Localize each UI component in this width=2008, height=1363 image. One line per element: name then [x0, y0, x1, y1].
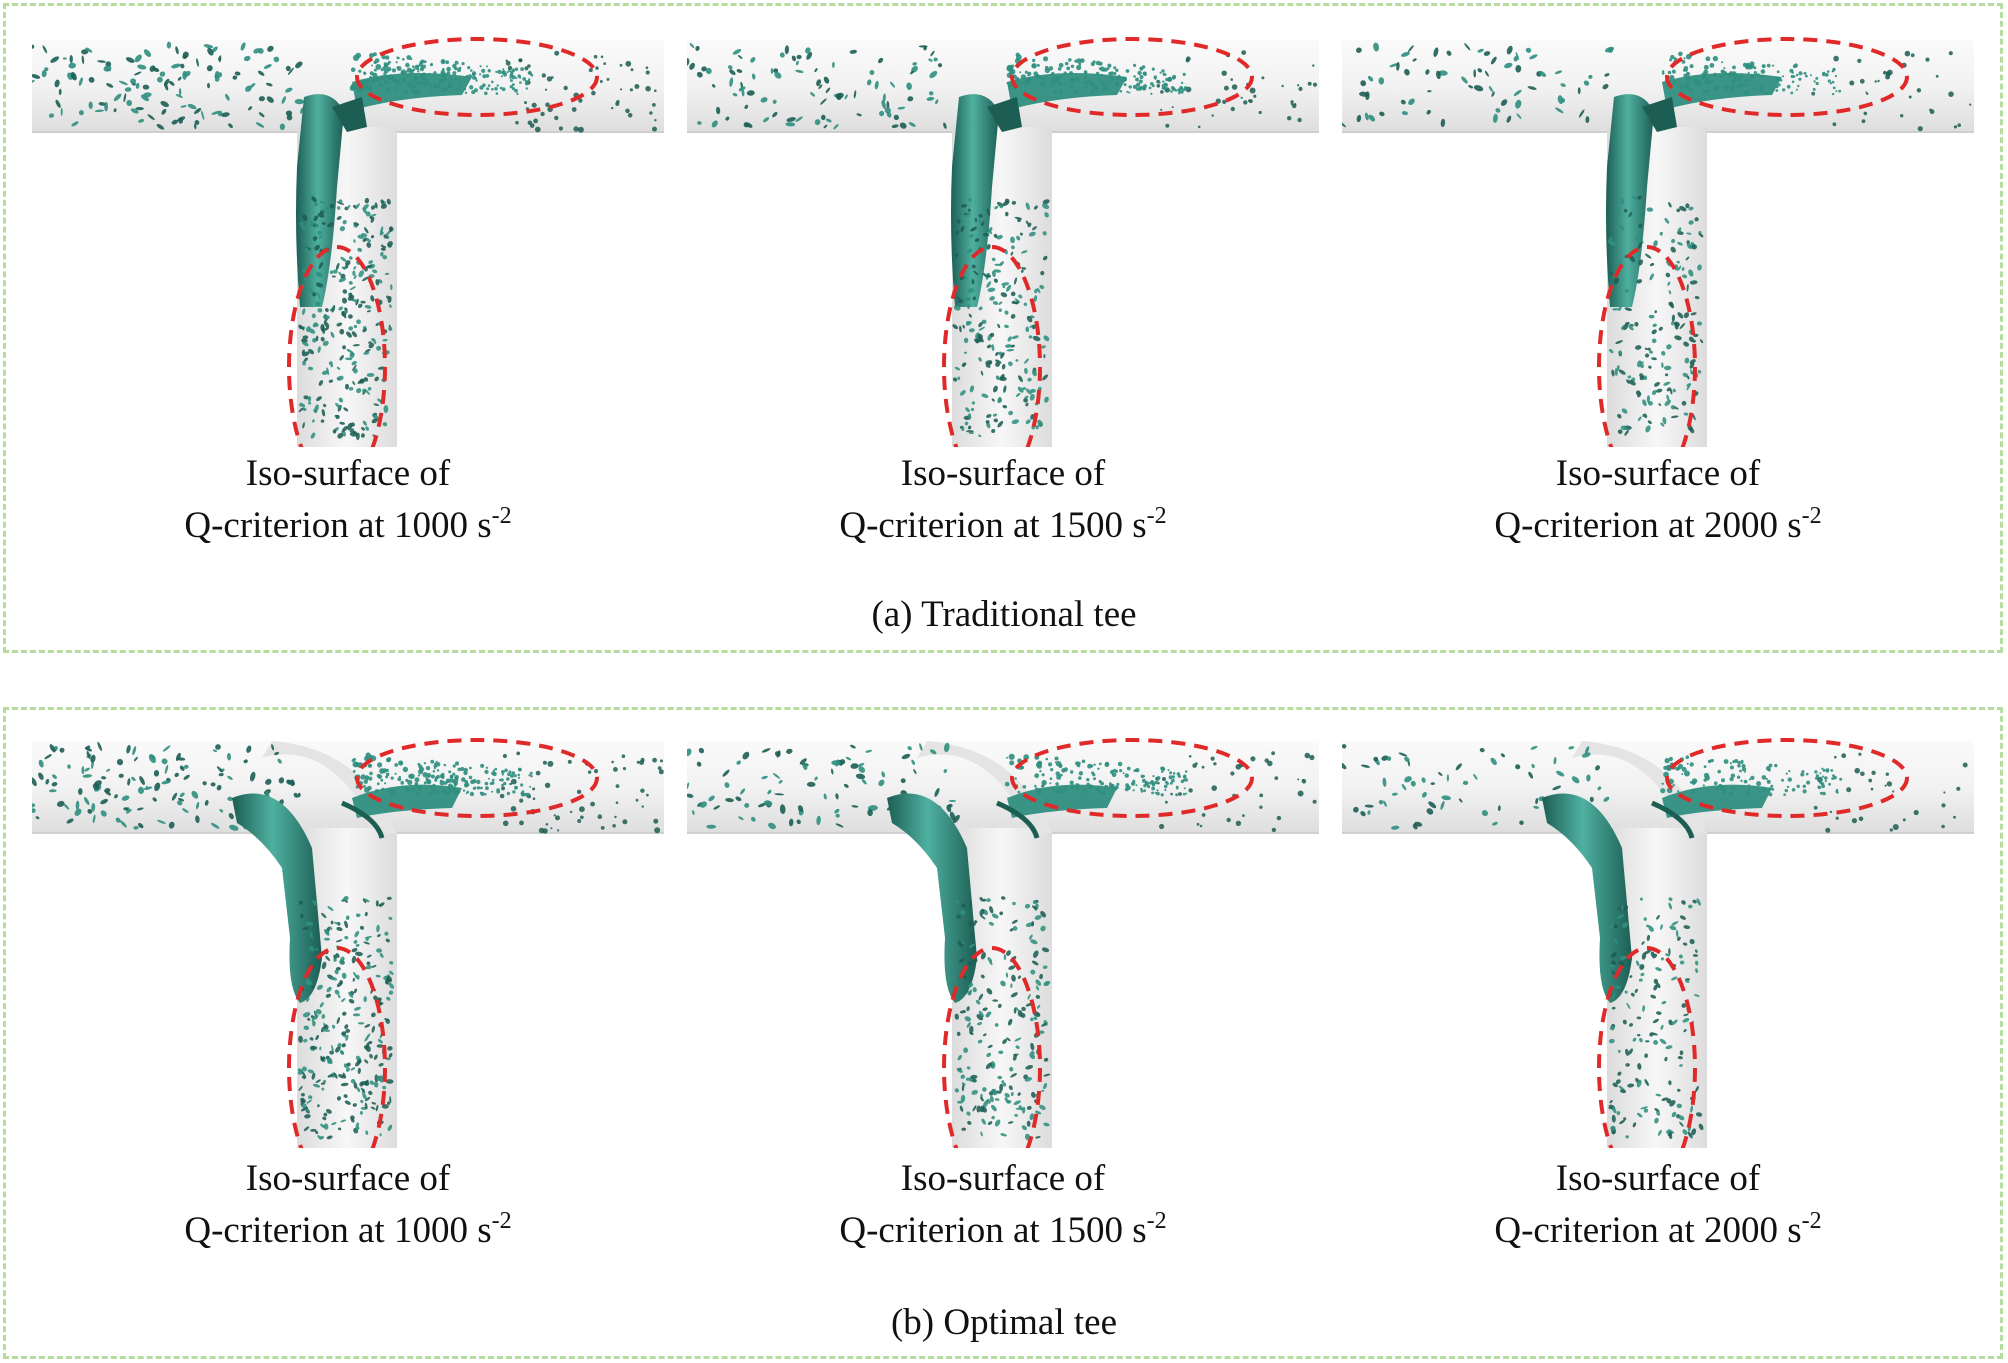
caption-exponent: -2 — [1146, 503, 1167, 529]
tee-simulation-image — [687, 37, 1319, 447]
caption-optimal-q1000: Iso-surface of Q-criterion at 1000 s-2 — [32, 1153, 664, 1257]
caption-traditional-q2000: Iso-surface of Q-criterion at 2000 s-2 — [1342, 448, 1974, 552]
caption-exponent: -2 — [491, 503, 512, 529]
caption-line2: Q-criterion at 2000 s-2 — [1342, 1205, 1974, 1257]
caption-optimal-q1500: Iso-surface of Q-criterion at 1500 s-2 — [687, 1153, 1319, 1257]
caption-text: Q-criterion at 1500 s — [839, 1210, 1147, 1251]
caption-line2: Q-criterion at 1000 s-2 — [32, 500, 664, 552]
caption-text: Q-criterion at 1500 s — [839, 505, 1147, 546]
caption-line2: Q-criterion at 1500 s-2 — [687, 500, 1319, 552]
optimal-tee-frame — [3, 707, 2003, 1359]
traditional-tee-panel-q1000 — [32, 37, 664, 447]
caption-line1: Iso-surface of — [900, 453, 1106, 494]
caption-text: Q-criterion at 2000 s — [1494, 505, 1802, 546]
caption-optimal-q2000: Iso-surface of Q-criterion at 2000 s-2 — [1342, 1153, 1974, 1257]
tee-simulation-image — [32, 738, 664, 1148]
caption-line1: Iso-surface of — [1555, 1158, 1761, 1199]
caption-line1: Iso-surface of — [245, 1158, 451, 1199]
tee-simulation-image — [1342, 37, 1974, 447]
caption-line1: Iso-surface of — [900, 1158, 1106, 1199]
caption-line1: Iso-surface of — [245, 453, 451, 494]
tee-simulation-image — [1342, 738, 1974, 1148]
caption-exponent: -2 — [491, 1208, 512, 1234]
caption-exponent: -2 — [1146, 1208, 1167, 1234]
traditional-tee-frame — [3, 3, 2003, 653]
tee-simulation-image — [32, 37, 664, 447]
optimal-tee-panel-q1500 — [687, 738, 1319, 1148]
caption-text: Q-criterion at 1000 s — [184, 505, 492, 546]
traditional-tee-panel-q1500 — [687, 37, 1319, 447]
caption-text: Q-criterion at 1000 s — [184, 1210, 492, 1251]
caption-exponent: -2 — [1801, 1208, 1822, 1234]
caption-line2: Q-criterion at 1000 s-2 — [32, 1205, 664, 1257]
traditional-tee-panel-q2000 — [1342, 37, 1974, 447]
group-title-optimal: (b) Optimal tee — [890, 1302, 1118, 1343]
optimal-tee-panel-q2000 — [1342, 738, 1974, 1148]
optimal-tee-panel-q1000 — [32, 738, 664, 1148]
caption-exponent: -2 — [1801, 503, 1822, 529]
caption-traditional-q1000: Iso-surface of Q-criterion at 1000 s-2 — [32, 448, 664, 552]
caption-traditional-q1500: Iso-surface of Q-criterion at 1500 s-2 — [687, 448, 1319, 552]
group-title-traditional: (a) Traditional tee — [871, 594, 1137, 635]
caption-line2: Q-criterion at 2000 s-2 — [1342, 500, 1974, 552]
tee-simulation-image — [687, 738, 1319, 1148]
caption-line2: Q-criterion at 1500 s-2 — [687, 1205, 1319, 1257]
caption-text: Q-criterion at 2000 s — [1494, 1210, 1802, 1251]
caption-line1: Iso-surface of — [1555, 453, 1761, 494]
